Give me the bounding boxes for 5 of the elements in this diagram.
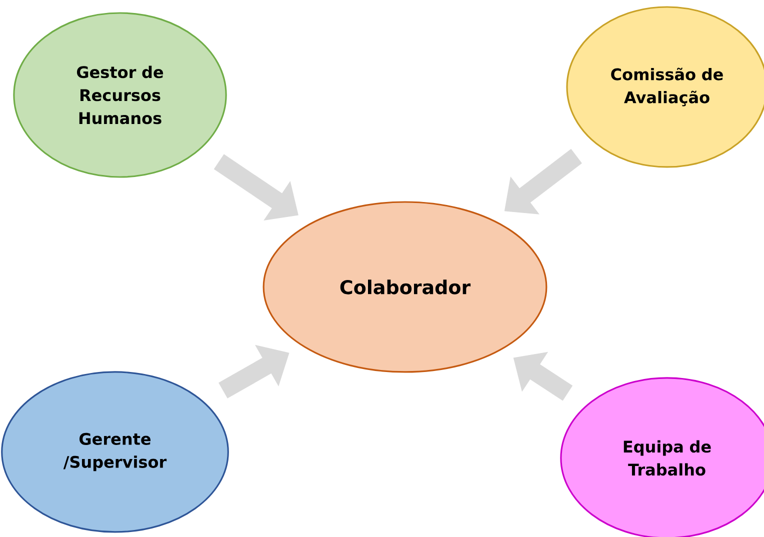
ellipse-node: Equipa de Trabalho xyxy=(560,377,764,537)
ellipse-node: Gerente /Supervisor xyxy=(1,371,229,533)
ellipse-node: Gestor de Recursos Humanos xyxy=(13,12,227,178)
ellipse-node: Colaborador xyxy=(262,201,548,373)
ellipse-node: Comissão de Avaliação xyxy=(566,6,764,168)
